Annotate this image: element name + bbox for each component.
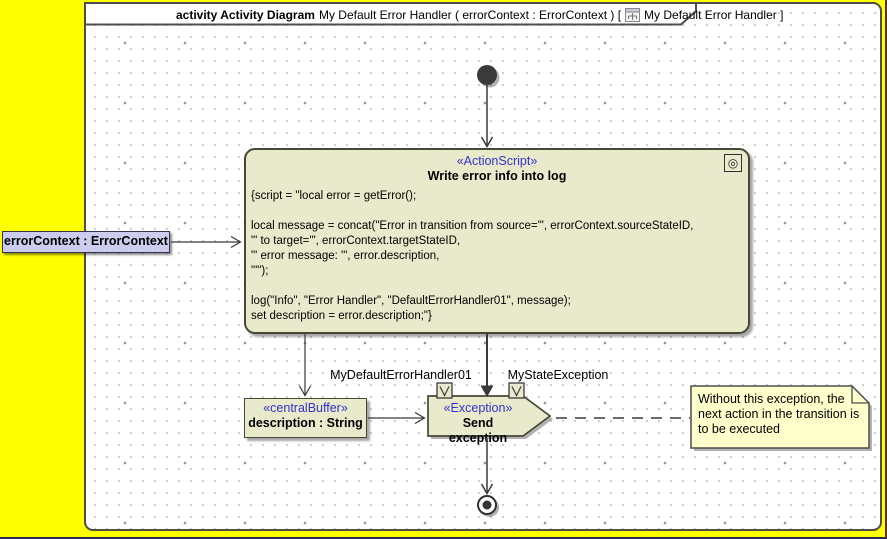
action-node-write-error-info[interactable]: «ActionScript» Write error info into log… bbox=[244, 148, 750, 334]
action-name: Write error info into log bbox=[427, 169, 567, 183]
frame-header-outline bbox=[84, 2, 697, 26]
frame-diagram-ref-label: My Default Error Handler ] bbox=[644, 8, 784, 22]
note-outline[interactable] bbox=[690, 385, 870, 449]
pin-label-mydefaulterrorhandler01[interactable]: MyDefaultErrorHandler01 bbox=[330, 368, 472, 382]
script-action-icon: ◎ bbox=[724, 154, 742, 172]
send-signal-outline[interactable] bbox=[427, 395, 552, 437]
frame-header-shape bbox=[84, 2, 697, 26]
buffer-name: description : String bbox=[248, 416, 363, 430]
send-signal-text: «Exception» Send exception bbox=[432, 401, 524, 446]
note-fold-corner bbox=[851, 386, 869, 404]
note-shape[interactable] bbox=[690, 385, 876, 455]
send-signal-shape[interactable] bbox=[426, 393, 558, 443]
frame-header-text: activity Activity Diagram My Default Err… bbox=[176, 7, 783, 23]
parameter-node-errorcontext[interactable]: errorContext : ErrorContext bbox=[2, 231, 170, 253]
frame-kind-label: activity Activity Diagram bbox=[176, 8, 315, 22]
activity-diagram-icon bbox=[625, 8, 641, 22]
action-script-body: {script = "local error = getError(); loc… bbox=[251, 190, 694, 322]
buffer-stereotype: «centralBuffer» bbox=[263, 401, 348, 415]
action-stereotype: «ActionScript» bbox=[456, 154, 538, 168]
note-text: Without this exception, the next action … bbox=[698, 392, 860, 436]
send-name: Send exception bbox=[448, 416, 508, 445]
pin-label-mystateexception[interactable]: MyStateException bbox=[507, 368, 609, 382]
central-buffer-node[interactable]: «centralBuffer» description : String bbox=[244, 398, 367, 438]
frame-header-tab[interactable]: activity Activity Diagram My Default Err… bbox=[84, 2, 783, 26]
frame-title-label: My Default Error Handler ( errorContext … bbox=[318, 8, 622, 22]
send-stereotype: «Exception» bbox=[443, 401, 513, 415]
